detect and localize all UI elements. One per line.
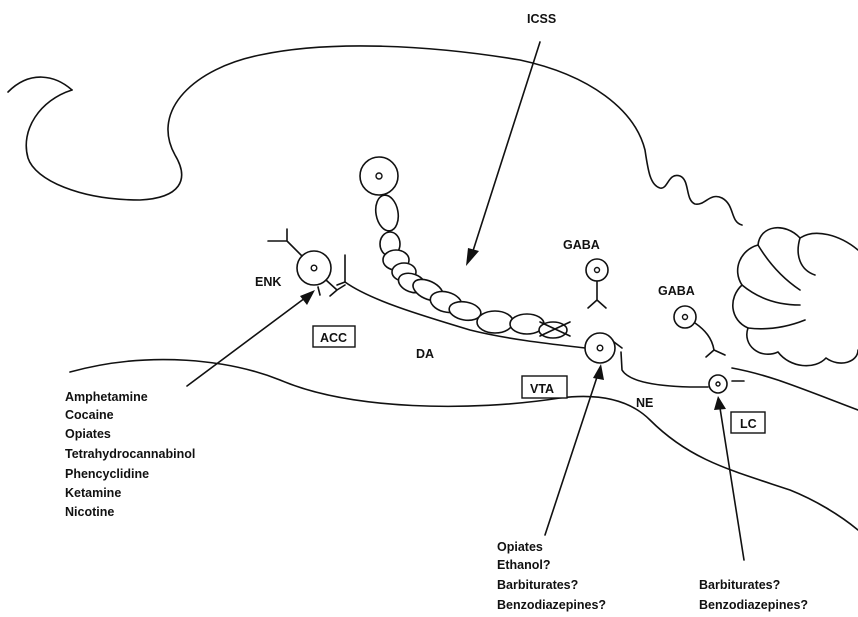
drug-item: Cocaine	[65, 408, 114, 422]
cerebellum-fold-4	[748, 320, 805, 329]
drug-item: Opiates	[65, 427, 111, 441]
gaba-neuron-lc	[674, 306, 725, 357]
accumbens-drug-list: Amphetamine Cocaine Opiates Tetrahydroca…	[65, 390, 195, 519]
arrow-icss	[466, 42, 540, 266]
drug-item: Opiates	[497, 540, 543, 554]
enk-label: ENK	[255, 275, 281, 289]
cerebellum-fold-2	[758, 245, 800, 290]
cerebellum-fold-1	[798, 238, 815, 275]
drug-item: Ethanol?	[497, 558, 550, 572]
acc-label: ACC	[320, 331, 347, 345]
brainstem-contour	[732, 368, 858, 410]
drug-item: Ketamine	[65, 486, 121, 500]
icss-label: ICSS	[527, 12, 556, 26]
drug-item: Benzodiazepines?	[699, 598, 808, 612]
brain-frontal-edge	[8, 77, 72, 92]
drug-item: Tetrahydrocannabinol	[65, 447, 195, 461]
ne-label: NE	[636, 396, 653, 410]
lc-label: LC	[740, 417, 757, 431]
lc-drug-list: Barbiturates? Benzodiazepines?	[699, 578, 808, 612]
medial-forebrain-bundle	[360, 157, 570, 338]
da-label: DA	[416, 347, 434, 361]
cerebellum-fold-3	[742, 285, 800, 305]
drug-item: Barbiturates?	[497, 578, 578, 592]
gaba-vta-label: GABA	[563, 238, 600, 252]
drug-item: Amphetamine	[65, 390, 148, 404]
vta-label: VTA	[530, 382, 554, 396]
drug-item: Nicotine	[65, 505, 114, 519]
drug-item: Phencyclidine	[65, 467, 149, 481]
cerebellum	[733, 228, 858, 366]
gaba-lc-label: GABA	[658, 284, 695, 298]
gaba-neuron-vta	[586, 259, 608, 308]
lc-neuron	[709, 375, 744, 393]
vta-drug-list: Opiates Ethanol? Barbiturates? Benzodiaz…	[497, 540, 606, 612]
arrow-accumbens-drugs	[187, 290, 315, 386]
drug-item: Barbiturates?	[699, 578, 780, 592]
drug-item: Benzodiazepines?	[497, 598, 606, 612]
